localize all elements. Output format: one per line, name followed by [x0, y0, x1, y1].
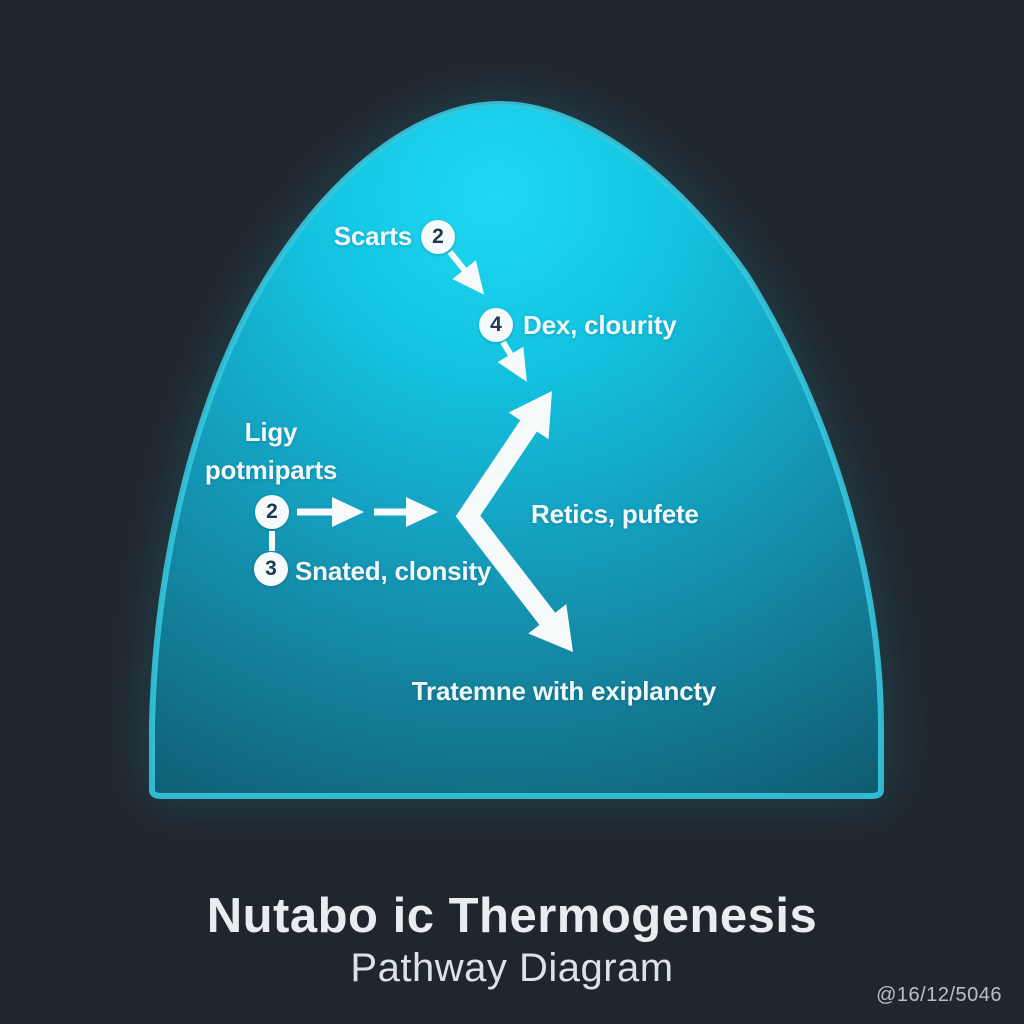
node-label-ligy: Ligy potmiparts: [204, 413, 338, 489]
step-badge: 2: [255, 495, 289, 529]
node-label-ligy-line1: Ligy: [244, 417, 298, 447]
chevron-double-arrow-icon: [455, 391, 573, 652]
page-subtitle: Pathway Diagram: [350, 946, 674, 990]
node-label-dex: Dex, clourity: [523, 310, 677, 340]
node-label-snated: Snated, clonsity: [295, 556, 492, 586]
step-badge: 4: [479, 308, 513, 342]
page-title: Nutabo ic Thermogenesis: [206, 889, 818, 943]
node-label-retics: Retics, pufete: [531, 499, 699, 529]
arrow-down-right-icon: [497, 340, 527, 382]
watermark-text: @16/12/5046: [876, 984, 1002, 1006]
step-badge: 2: [421, 220, 455, 254]
caption-block: Nutabo ic Thermogenesis Pathway Diagram: [0, 890, 1024, 991]
node-label-scarts: Scarts: [333, 221, 413, 251]
node-label-ligy-line2: potmiparts: [204, 455, 338, 485]
step-badge: 3: [254, 552, 288, 586]
node-label-tratemne: Tratemne with exiplancty: [411, 676, 717, 706]
arrow-down-right-icon: [447, 250, 485, 295]
